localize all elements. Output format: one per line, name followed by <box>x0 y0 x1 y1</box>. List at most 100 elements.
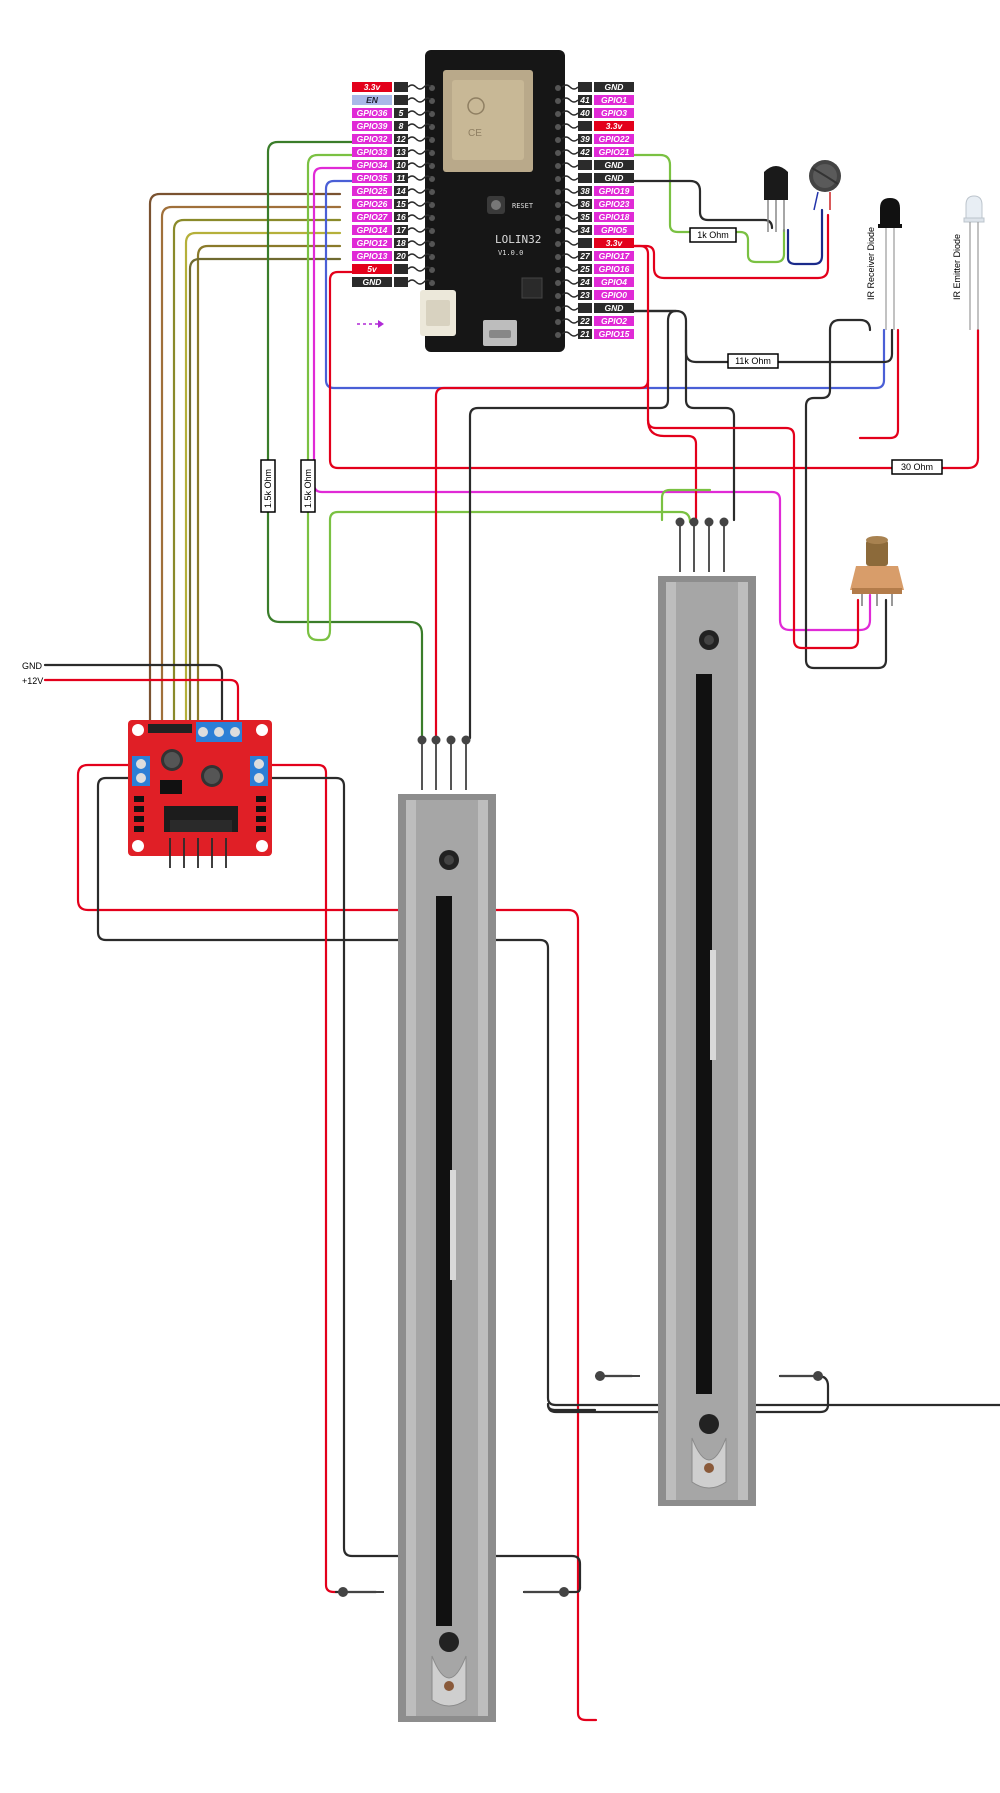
ir-emitter-label: IR Emitter Diode <box>952 234 962 300</box>
pin-label: GPIO27 <box>357 212 389 222</box>
pin-label: GPIO32 <box>357 134 388 144</box>
pin-label: GPIO36 <box>357 108 388 118</box>
pin-label: GPIO21 <box>599 147 630 157</box>
board-name: LOLIN32 <box>495 233 541 246</box>
pin-label: 3.3v <box>606 121 624 131</box>
pin-number: 8 <box>399 121 404 131</box>
pin-number: 15 <box>396 199 406 209</box>
wire-gpio33 <box>306 153 692 642</box>
wire-gpio13 <box>188 257 342 722</box>
motor-driver-board <box>128 720 272 868</box>
right-pin-12: 3.3v <box>561 238 634 248</box>
motorized-fader-left <box>398 735 496 1722</box>
resistor-1-5k-b-label: 1.5k Ohm <box>303 469 313 508</box>
resistor-1k-label: 1k Ohm <box>697 230 729 240</box>
pin-label: GPIO39 <box>357 121 388 131</box>
right-pin-labels: GND 41 GPIO1 40 GPIO3 3.3v 39 GPIO22 42 GPIO21GND… <box>561 82 634 339</box>
pin-number: 20 <box>395 251 406 261</box>
pin-label: GPIO14 <box>357 225 388 235</box>
pin-label: 5v <box>367 264 378 274</box>
transistor <box>764 166 788 232</box>
pin-number: 36 <box>580 199 590 209</box>
pin-label: GPIO17 <box>599 251 631 261</box>
left-pin-14: 5v <box>352 264 431 274</box>
wire-motor-a2 <box>96 776 1000 1407</box>
left-pin-10: GPIO27 16 <box>352 212 431 222</box>
wire-gpio32 <box>266 140 424 740</box>
pin-label: GND <box>605 173 624 183</box>
potentiometer <box>850 536 904 606</box>
pin-label: GPIO13 <box>357 251 388 261</box>
pin-label: GPIO19 <box>599 186 630 196</box>
left-pin-11: GPIO14 17 <box>352 225 431 235</box>
wire-33v-fader1 <box>434 378 650 740</box>
ir-emitter-diode <box>963 195 985 330</box>
right-pin-6: GND <box>561 160 634 170</box>
wire-gnd-transistor <box>632 179 774 230</box>
resistor-11k: 11k Ohm <box>727 353 779 369</box>
wire-gpio26 <box>160 205 342 722</box>
wire-motor-transistor <box>786 208 824 266</box>
wire-fader2-wiper <box>660 488 712 522</box>
left-pin-3: GPIO39 8 <box>352 121 431 131</box>
wire-gnd-in <box>43 663 224 722</box>
pin-label: GPIO15 <box>599 329 630 339</box>
pin-label: 3.3v <box>364 82 382 92</box>
pin-number: 16 <box>396 212 406 222</box>
wire-gpio14 <box>184 231 342 722</box>
left-pin-1: EN <box>352 95 431 105</box>
right-pin-5: 42 GPIO21 <box>561 147 634 157</box>
wire-gpio12 <box>196 244 342 722</box>
pin-label: GPIO1 <box>601 95 627 105</box>
pin-number: 40 <box>579 108 590 118</box>
pin-label: EN <box>366 95 379 105</box>
pin-label: GND <box>363 277 382 287</box>
wire-motor-a1 <box>76 763 598 1722</box>
pin-number: 39 <box>580 134 590 144</box>
pin-number: 14 <box>396 186 406 196</box>
wire-33v-fader2 <box>646 418 698 522</box>
right-pin-9: 36 GPIO23 <box>561 199 634 209</box>
wire-fader2-motor-right <box>546 1374 830 1414</box>
pin-label: GPIO23 <box>599 199 630 209</box>
pin-label: GPIO3 <box>601 108 627 118</box>
pin-number: 42 <box>579 147 590 157</box>
pin-number: 35 <box>580 212 590 222</box>
pin-label: GPIO33 <box>357 147 388 157</box>
resistor-1-5k-b: 1.5k Ohm <box>300 459 316 513</box>
lolin32-board: CE RESET LOLIN32 V1.0.0 <box>420 50 565 352</box>
right-pin-1: 41 GPIO1 <box>561 95 634 105</box>
pin-number: 17 <box>396 225 407 235</box>
left-pin-13: GPIO13 20 <box>352 251 431 261</box>
pin-number: 12 <box>396 134 406 144</box>
12v-input-label: +12V <box>22 676 43 686</box>
pin-number: 22 <box>579 316 590 326</box>
pin-number: 41 <box>579 95 590 105</box>
vibration-motor <box>809 160 841 211</box>
pin-number: 10 <box>396 160 406 170</box>
ir-receiver-diode <box>878 198 902 330</box>
pin-number: 24 <box>579 277 590 287</box>
pin-label: GPIO26 <box>357 199 388 209</box>
pin-label: GND <box>605 303 624 313</box>
pin-label: GPIO22 <box>599 134 630 144</box>
reset-label: RESET <box>512 202 534 210</box>
pin-label: GND <box>605 160 624 170</box>
right-pin-19: 21 GPIO15 <box>561 329 634 339</box>
resistor-1-5k-a-label: 1.5k Ohm <box>263 469 273 508</box>
wire-gnd-pot <box>804 318 888 670</box>
pin-number: 21 <box>579 329 590 339</box>
pin-number: 23 <box>579 290 590 300</box>
